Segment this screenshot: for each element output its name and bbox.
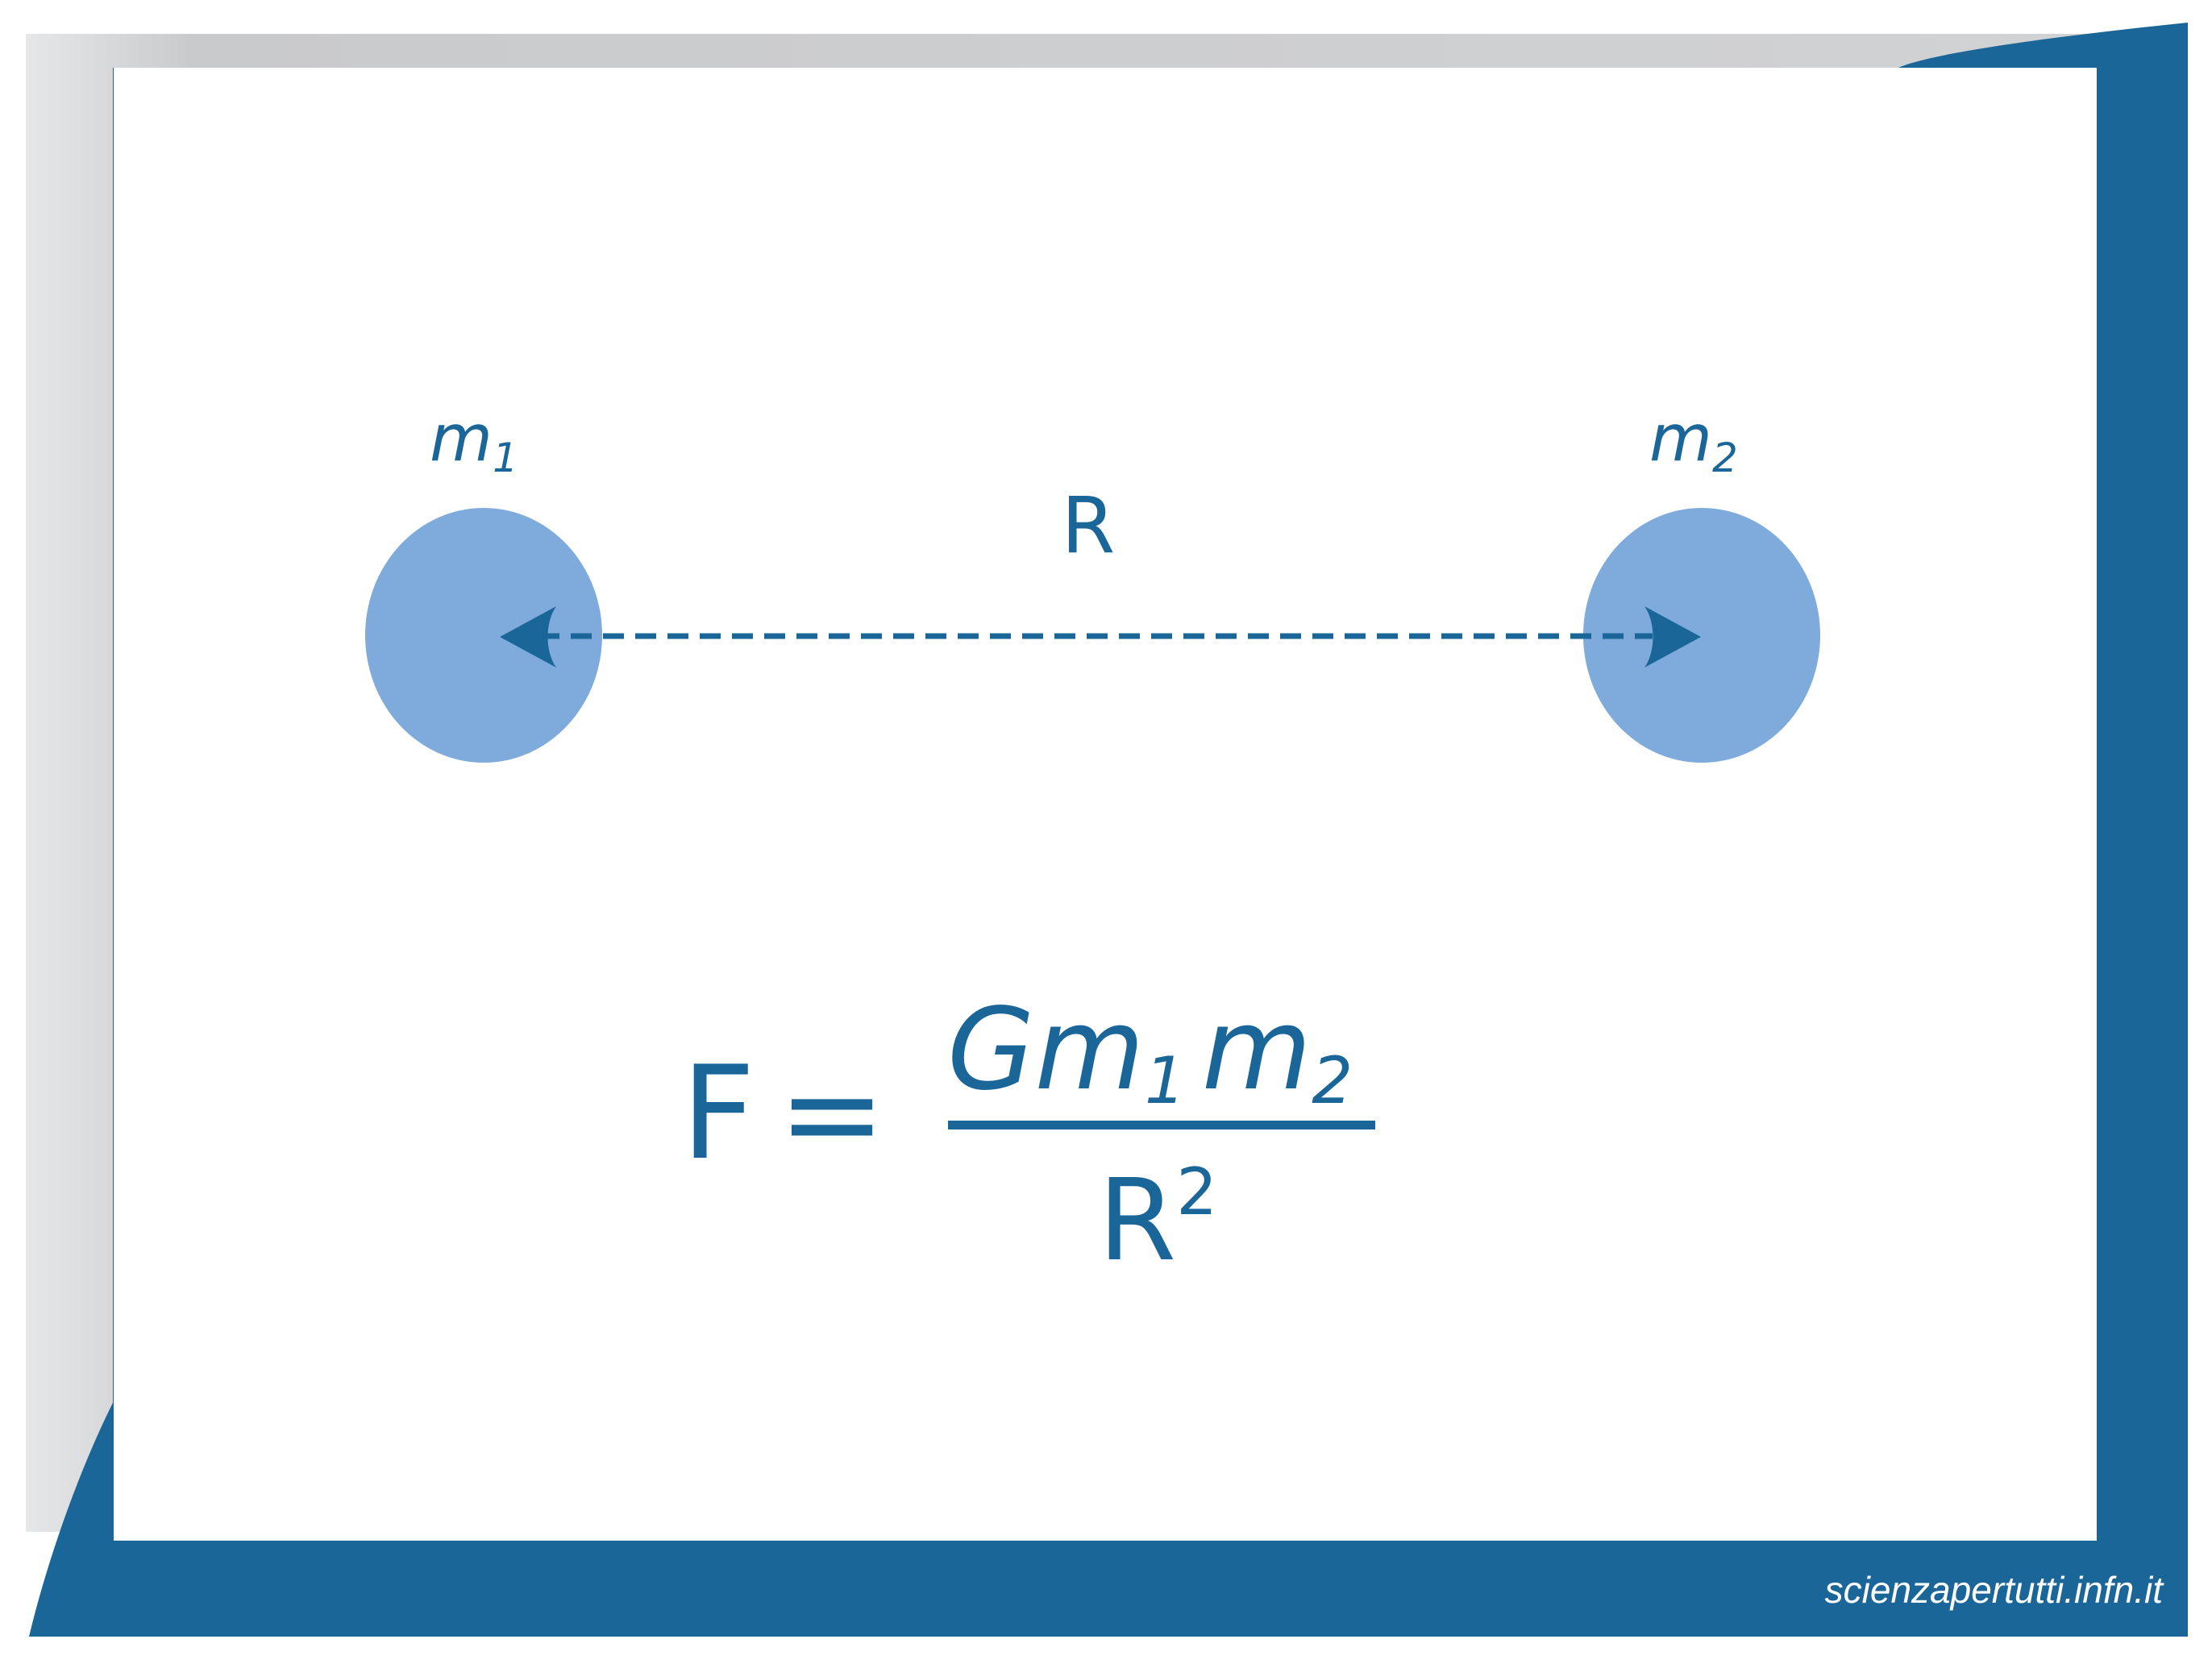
arrowhead-right-icon <box>1644 606 1701 668</box>
formula-m1: m <box>1035 984 1145 1116</box>
white-card <box>114 68 2097 1541</box>
formula-denominator: R2 <box>1098 1154 1217 1287</box>
formula-lhs: F <box>681 1038 755 1188</box>
mass-2-subscript: 2 <box>1712 435 1738 481</box>
fraction-bar <box>948 1121 1375 1129</box>
mass-2-sphere <box>1583 508 1820 763</box>
mass-1-subscript: 1 <box>493 435 518 481</box>
formula-m1-subscript: 1 <box>1145 1043 1186 1118</box>
formula-equals: = <box>778 1038 886 1188</box>
formula-exponent: 2 <box>1176 1154 1217 1229</box>
arrowhead-left-icon <box>500 606 556 668</box>
mass-2-label: m2 <box>1649 401 1738 481</box>
distance-label: R <box>1062 480 1116 571</box>
formula-g: G <box>947 984 1035 1116</box>
mass-1-label: m1 <box>430 401 518 481</box>
formula-r: R <box>1098 1155 1176 1287</box>
formula-m2: m <box>1202 984 1312 1116</box>
mass-1-sphere <box>365 508 602 763</box>
mass-1-symbol: m <box>430 401 493 476</box>
site-credit: scienzapertutti.infn.it <box>1825 1569 2165 1611</box>
mass-2-symbol: m <box>1649 401 1712 476</box>
formula-m2-subscript: 2 <box>1312 1043 1353 1118</box>
